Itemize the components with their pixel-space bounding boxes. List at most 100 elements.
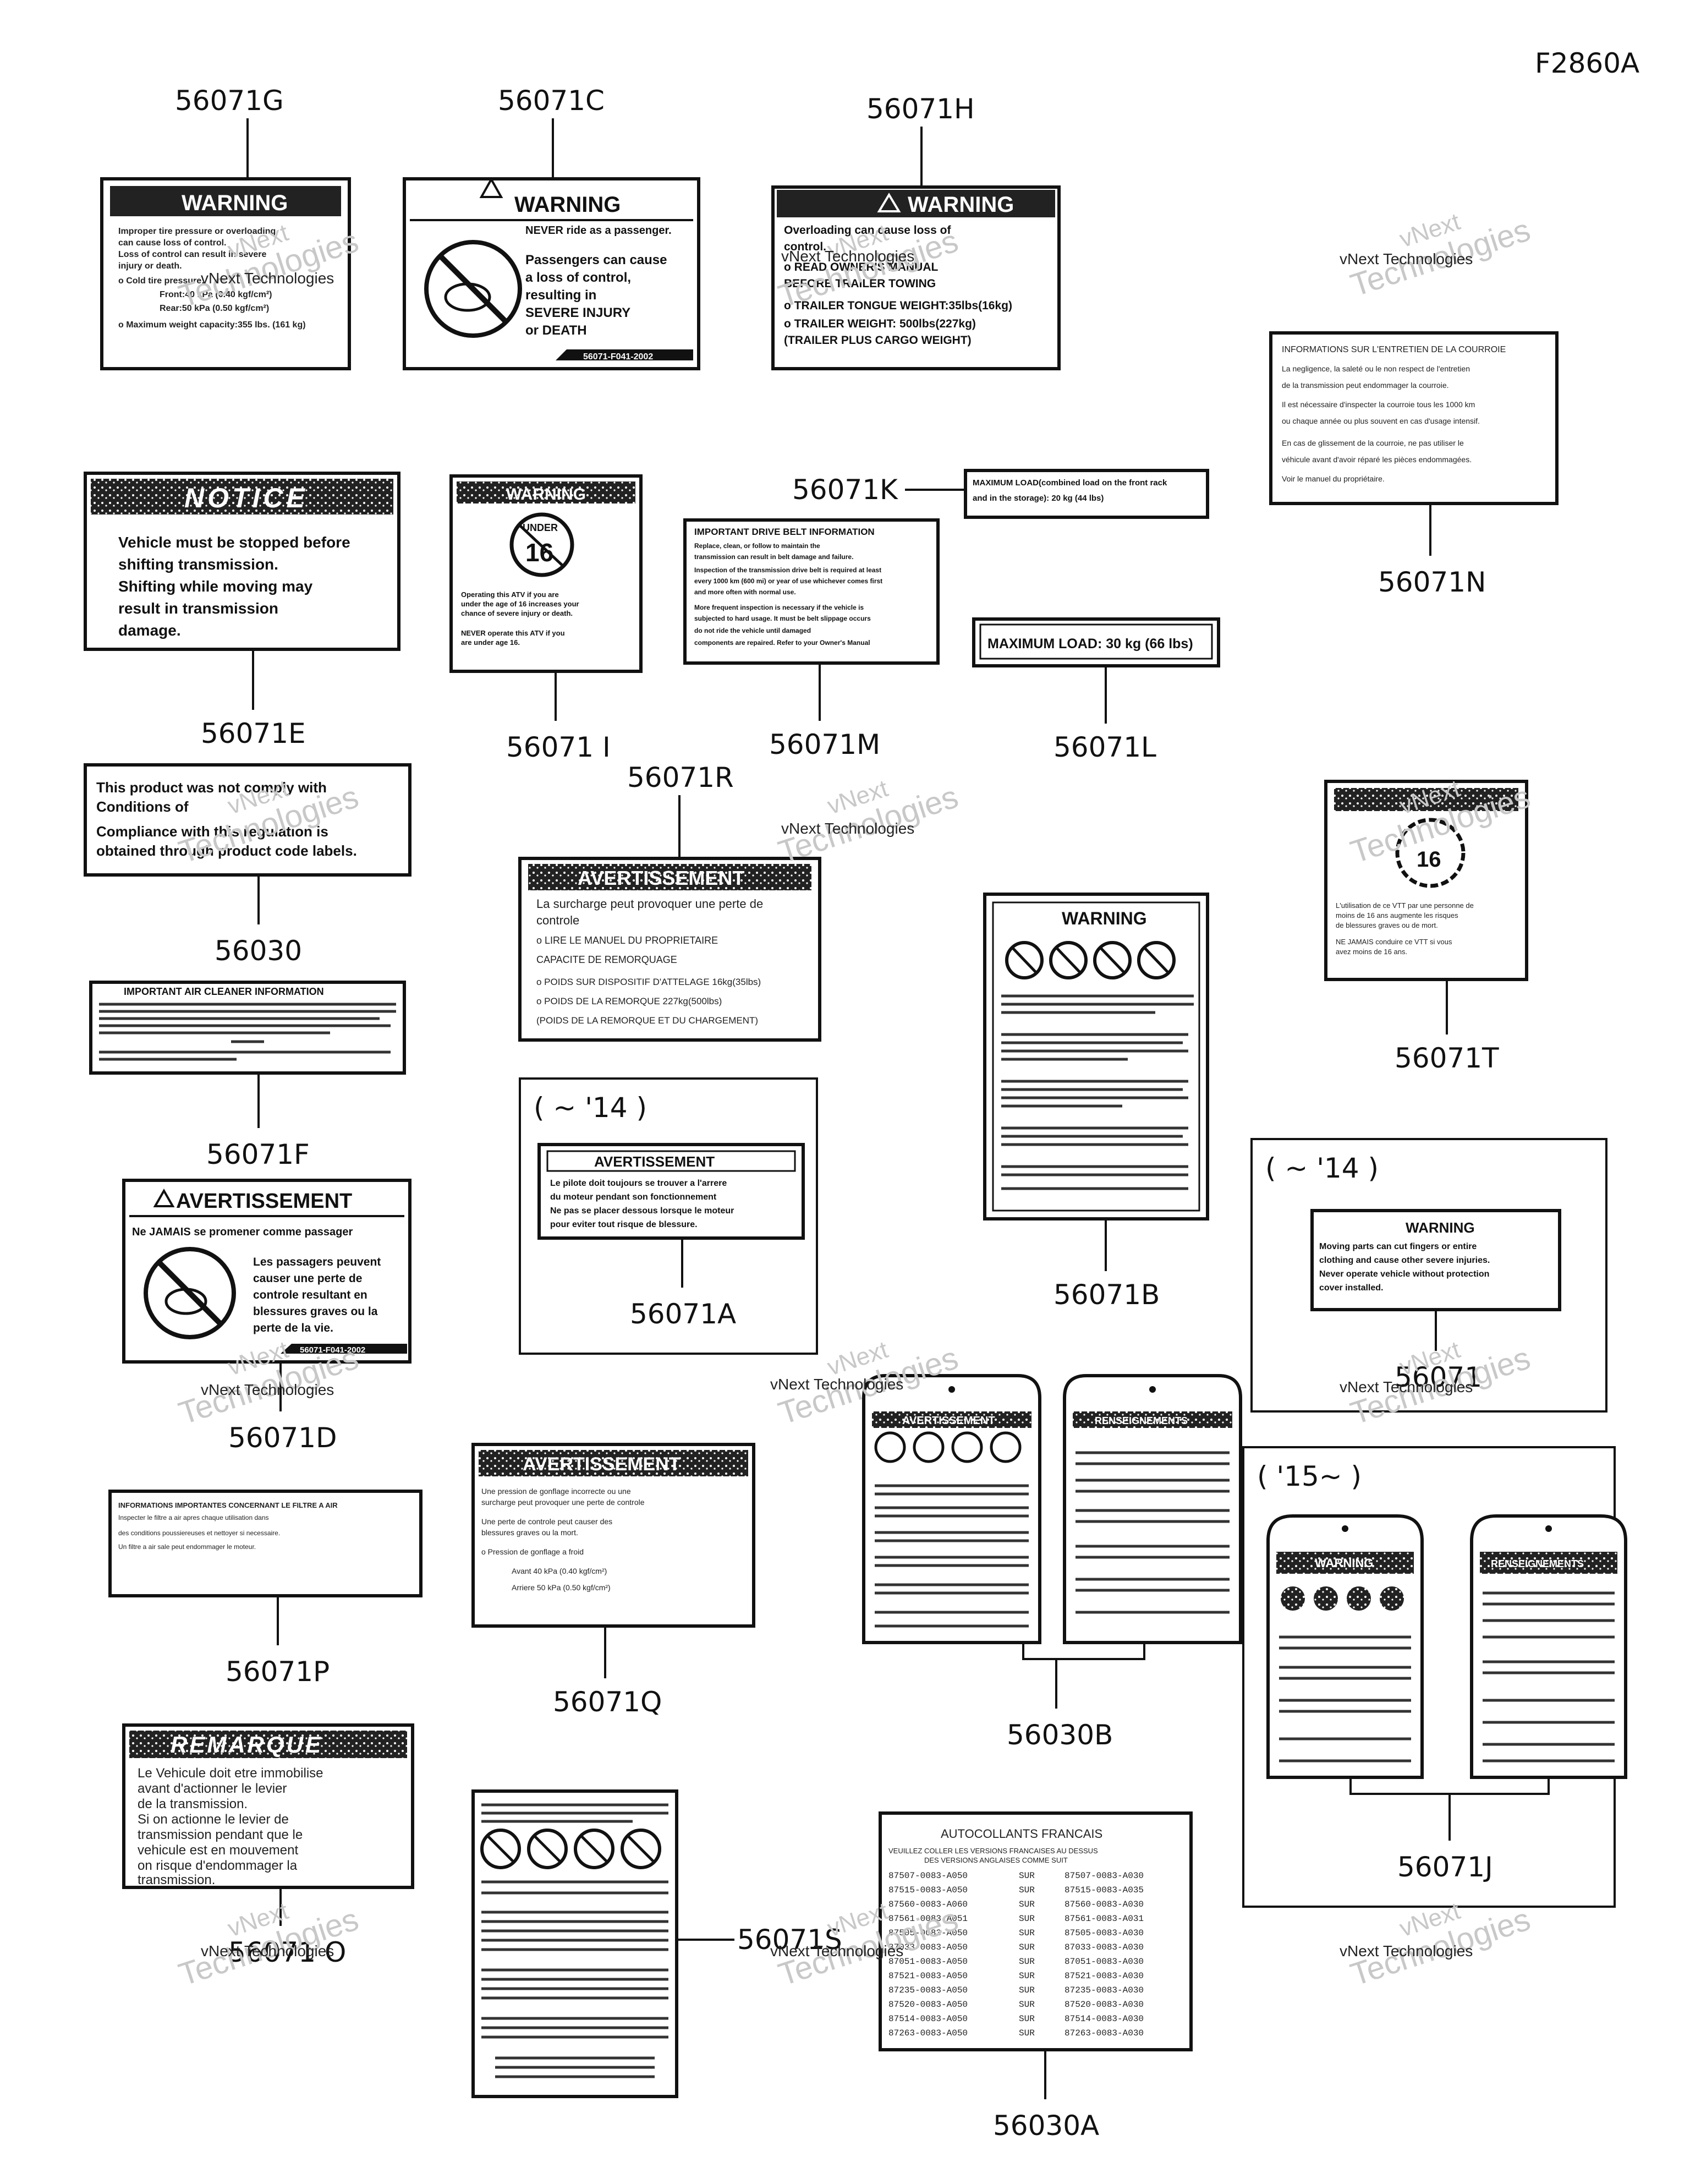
text-line: or DEATH bbox=[525, 323, 587, 338]
part-number-56071h: 56071H bbox=[866, 93, 975, 125]
decal-56071j[interactable]: ( '15~ ) WARNING RENSEIGNEMENTS bbox=[1242, 1446, 1627, 1908]
avertissement-heading: AVERTISSEMENT bbox=[523, 1454, 681, 1475]
svg-text:de blessures graves ou de mort: de blessures graves ou de mort. bbox=[1336, 921, 1438, 929]
svg-text:87515-0083-A050: 87515-0083-A050 bbox=[888, 1885, 968, 1895]
svg-text:o POIDS SUR DISPOSITIF D'ATTEL: o POIDS SUR DISPOSITIF D'ATTELAGE 16kg(3… bbox=[536, 977, 761, 987]
cell: 87235-0083-A050 bbox=[888, 1985, 968, 1995]
cell: SUR bbox=[1019, 1928, 1035, 1938]
decal-56071f[interactable]: IMPORTANT AIR CLEANER INFORMATION 56071F bbox=[89, 981, 406, 1170]
decal-56071e[interactable]: NOTICE Vehicle must be stopped before sh… bbox=[84, 472, 400, 749]
decal-56071c[interactable]: 56071C WARNING NEVER ride as a passenger… bbox=[403, 85, 700, 370]
text-line: CAPACITE DE REMORQUAGE bbox=[536, 954, 677, 965]
decal-56071g[interactable]: 56071G WARNING Improper tire pressure or… bbox=[100, 85, 351, 370]
text-line: blessures graves ou la mort. bbox=[481, 1528, 578, 1537]
decal-56071a[interactable]: ( ~ '14 ) AVERTISSEMENT Le pilote doit t… bbox=[519, 1077, 818, 1355]
decal-56071n[interactable]: INFORMATIONS SUR L'ENTRETIEN DE LA COURR… bbox=[1269, 331, 1559, 598]
decal-56071o[interactable]: REMARQUE Le Vehicule doit etre immobilis… bbox=[122, 1723, 414, 1968]
decal-56071p[interactable]: INFORMATIONS IMPORTANTES CONCERNANT LE F… bbox=[108, 1490, 422, 1688]
decal-56071r[interactable]: 56071R AVERTISSEMENT La surcharge peut p… bbox=[518, 762, 821, 1042]
text-line: Shifting while moving may bbox=[118, 578, 313, 595]
text-line: controle bbox=[536, 913, 579, 927]
text-line: Front:40 kPa (0.40 kgf/cm²) bbox=[160, 290, 272, 299]
text-line: DES VERSIONS ANGLAISES COMME SUIT bbox=[924, 1856, 1068, 1864]
decal-56071d[interactable]: AVERTISSEMENT Ne JAMAIS se promener comm… bbox=[122, 1179, 411, 1454]
part-number-56071s: 56071S bbox=[737, 1924, 842, 1956]
decal-56071s[interactable]: 56071S bbox=[471, 1789, 842, 2098]
text-line: Le pilote doit toujours se trouver a l'a… bbox=[550, 1179, 727, 1188]
text-line: Si on actionne le levier de bbox=[138, 1812, 289, 1827]
svg-text:Il est nécessaire d'inspecter: Il est nécessaire d'inspecter la courroi… bbox=[1282, 400, 1475, 409]
part-number-56071e: 56071E bbox=[201, 718, 306, 749]
decal-56071[interactable]: ( ~ '14 ) WARNING Moving parts can cut f… bbox=[1250, 1138, 1607, 1413]
decal-56071t[interactable]: 16 L'utilisation de ce VTT par une perso… bbox=[1324, 780, 1528, 1074]
text-line: o TRAILER TONGUE WEIGHT:35lbs(16kg) bbox=[784, 299, 1012, 312]
text-line: Une perte de controle peut causer des bbox=[481, 1517, 612, 1526]
svg-text:o POIDS DE LA REMORQUE 227kg(5: o POIDS DE LA REMORQUE 227kg(500lbs) bbox=[536, 996, 722, 1006]
svg-text:resulting in: resulting in bbox=[525, 288, 596, 303]
part-number-56071l: 56071L bbox=[1053, 731, 1156, 763]
text-line: Le Vehicule doit etre immobilise bbox=[138, 1766, 323, 1781]
text-line: o LIRE LE MANUEL DU PROPRIETAIRE bbox=[536, 935, 718, 946]
svg-text:and in the storage): 20 kg (44: and in the storage): 20 kg (44 lbs) bbox=[973, 494, 1104, 503]
decal-56030b[interactable]: AVERTISSEMENT RENSEIGNEMENTS bbox=[862, 1374, 1242, 1751]
decal-56071k[interactable]: 56071K MAXIMUM LOAD(combined load on the… bbox=[792, 469, 1209, 519]
svg-text:87514-0083-A050: 87514-0083-A050 bbox=[888, 2014, 968, 2024]
svg-text:87505-0083-A050: 87505-0083-A050 bbox=[888, 1928, 968, 1938]
svg-text:NEVER operate this ATV if you: NEVER operate this ATV if you bbox=[461, 629, 565, 637]
decal-56071m[interactable]: IMPORTANT DRIVE BELT INFORMATION Replace… bbox=[683, 518, 940, 760]
notice-heading: NOTICE bbox=[184, 483, 308, 513]
text-line: (TRAILER PLUS CARGO WEIGHT) bbox=[784, 334, 972, 347]
year-range: ( ~ '14 ) bbox=[534, 1092, 647, 1124]
decal-56030[interactable]: This product was not comply with Conditi… bbox=[84, 763, 411, 967]
warning-heading: WARNING bbox=[514, 193, 621, 217]
svg-text:Conditions of: Conditions of bbox=[96, 798, 189, 815]
cell: 87560-0083-A060 bbox=[888, 1900, 968, 1909]
cell: 87561-0083-A031 bbox=[1065, 1914, 1144, 1924]
part-number-56071o: 56071 O bbox=[228, 1936, 346, 1968]
decal-56071l[interactable]: MAXIMUM LOAD: 30 kg (66 lbs) 56071L bbox=[972, 617, 1220, 763]
decal-56030a[interactable]: AUTOCOLLANTS FRANCAIS VEUILLEZ COLLER LE… bbox=[879, 1811, 1193, 2142]
svg-text:SUR: SUR bbox=[1019, 1942, 1035, 1952]
safety-pictograms bbox=[1281, 1586, 1404, 1611]
text-line: véhicule avant d'avoir réparé les pièces… bbox=[1282, 455, 1472, 464]
text-line: injury or death. bbox=[118, 261, 182, 271]
svg-text:MAXIMUM LOAD(combined load on: MAXIMUM LOAD(combined load on the front … bbox=[973, 478, 1167, 488]
svg-text:Rear:50 kPa (0.50 kgf/cm²): Rear:50 kPa (0.50 kgf/cm²) bbox=[160, 304, 269, 313]
cell: 87520-0083-A050 bbox=[888, 2000, 968, 2010]
decal-56071i[interactable]: WARNING UNDER 16 Operating this ATV if y… bbox=[449, 474, 643, 763]
svg-text:CAPACITE DE REMORQUAGE: CAPACITE DE REMORQUAGE bbox=[536, 954, 677, 965]
svg-text:subjected to hard usage. It mu: subjected to hard usage. It must be belt… bbox=[694, 615, 871, 622]
svg-text:Front:40 kPa (0.40 kgf/cm²): Front:40 kPa (0.40 kgf/cm²) bbox=[160, 290, 272, 299]
warning-heading: WARNING bbox=[908, 193, 1014, 217]
fine-print bbox=[99, 1003, 396, 1061]
svg-text:SUR: SUR bbox=[1019, 2014, 1035, 2024]
fine-print bbox=[481, 1880, 668, 2078]
text-line: components are repaired. Refer to your O… bbox=[694, 639, 870, 647]
text-line: VEUILLEZ COLLER LES VERSIONS FRANCAISES … bbox=[888, 1847, 1098, 1855]
cell: 87505-0083-A050 bbox=[888, 1928, 968, 1938]
decal-56071h[interactable]: 56071H WARNING Overloading can cause los… bbox=[771, 93, 1061, 370]
warning-heading: WARNING bbox=[1062, 908, 1147, 928]
svg-text:Replace, clean, or follow to m: Replace, clean, or follow to maintain th… bbox=[694, 542, 820, 550]
safety-pictograms bbox=[874, 1431, 1022, 1463]
text-line: Arriere 50 kPa (0.50 kgf/cm²) bbox=[512, 1583, 611, 1592]
decal-56071b[interactable]: WARNING bbox=[983, 893, 1209, 1311]
cell: 87561-0083-A051 bbox=[888, 1914, 968, 1924]
svg-text:Passengers can cause: Passengers can cause bbox=[525, 253, 667, 267]
cell: 87520-0083-A030 bbox=[1065, 2000, 1144, 2010]
decal-56071q[interactable]: AVERTISSEMENT Une pression de gonflage i… bbox=[471, 1443, 755, 1718]
text-line: ou chaque année ou plus souvent en cas d… bbox=[1282, 417, 1480, 425]
part-number-56071k: 56071K bbox=[792, 474, 898, 506]
svg-text:Inspection of the transmission: Inspection of the transmission drive bel… bbox=[694, 566, 881, 574]
text-line: MAXIMUM LOAD(combined load on the front … bbox=[973, 478, 1167, 488]
svg-text:moins de 16 ans augmente les r: moins de 16 ans augmente les risques bbox=[1336, 911, 1458, 919]
svg-text:de la transmission peut endomm: de la transmission peut endommager la co… bbox=[1282, 381, 1449, 390]
decal-code: 56071-F041-2002 bbox=[300, 1345, 365, 1355]
part-number-56071j: 56071J bbox=[1397, 1851, 1493, 1883]
cell: SUR bbox=[1019, 2000, 1035, 2010]
text-line: Operating this ATV if you are bbox=[461, 590, 559, 599]
text-line: are under age 16. bbox=[461, 638, 520, 647]
text-line: En cas de glissement de la courroie, ne … bbox=[1282, 439, 1464, 447]
svg-text:La negligence, la saleté ou le: La negligence, la saleté ou le non respe… bbox=[1282, 364, 1470, 373]
